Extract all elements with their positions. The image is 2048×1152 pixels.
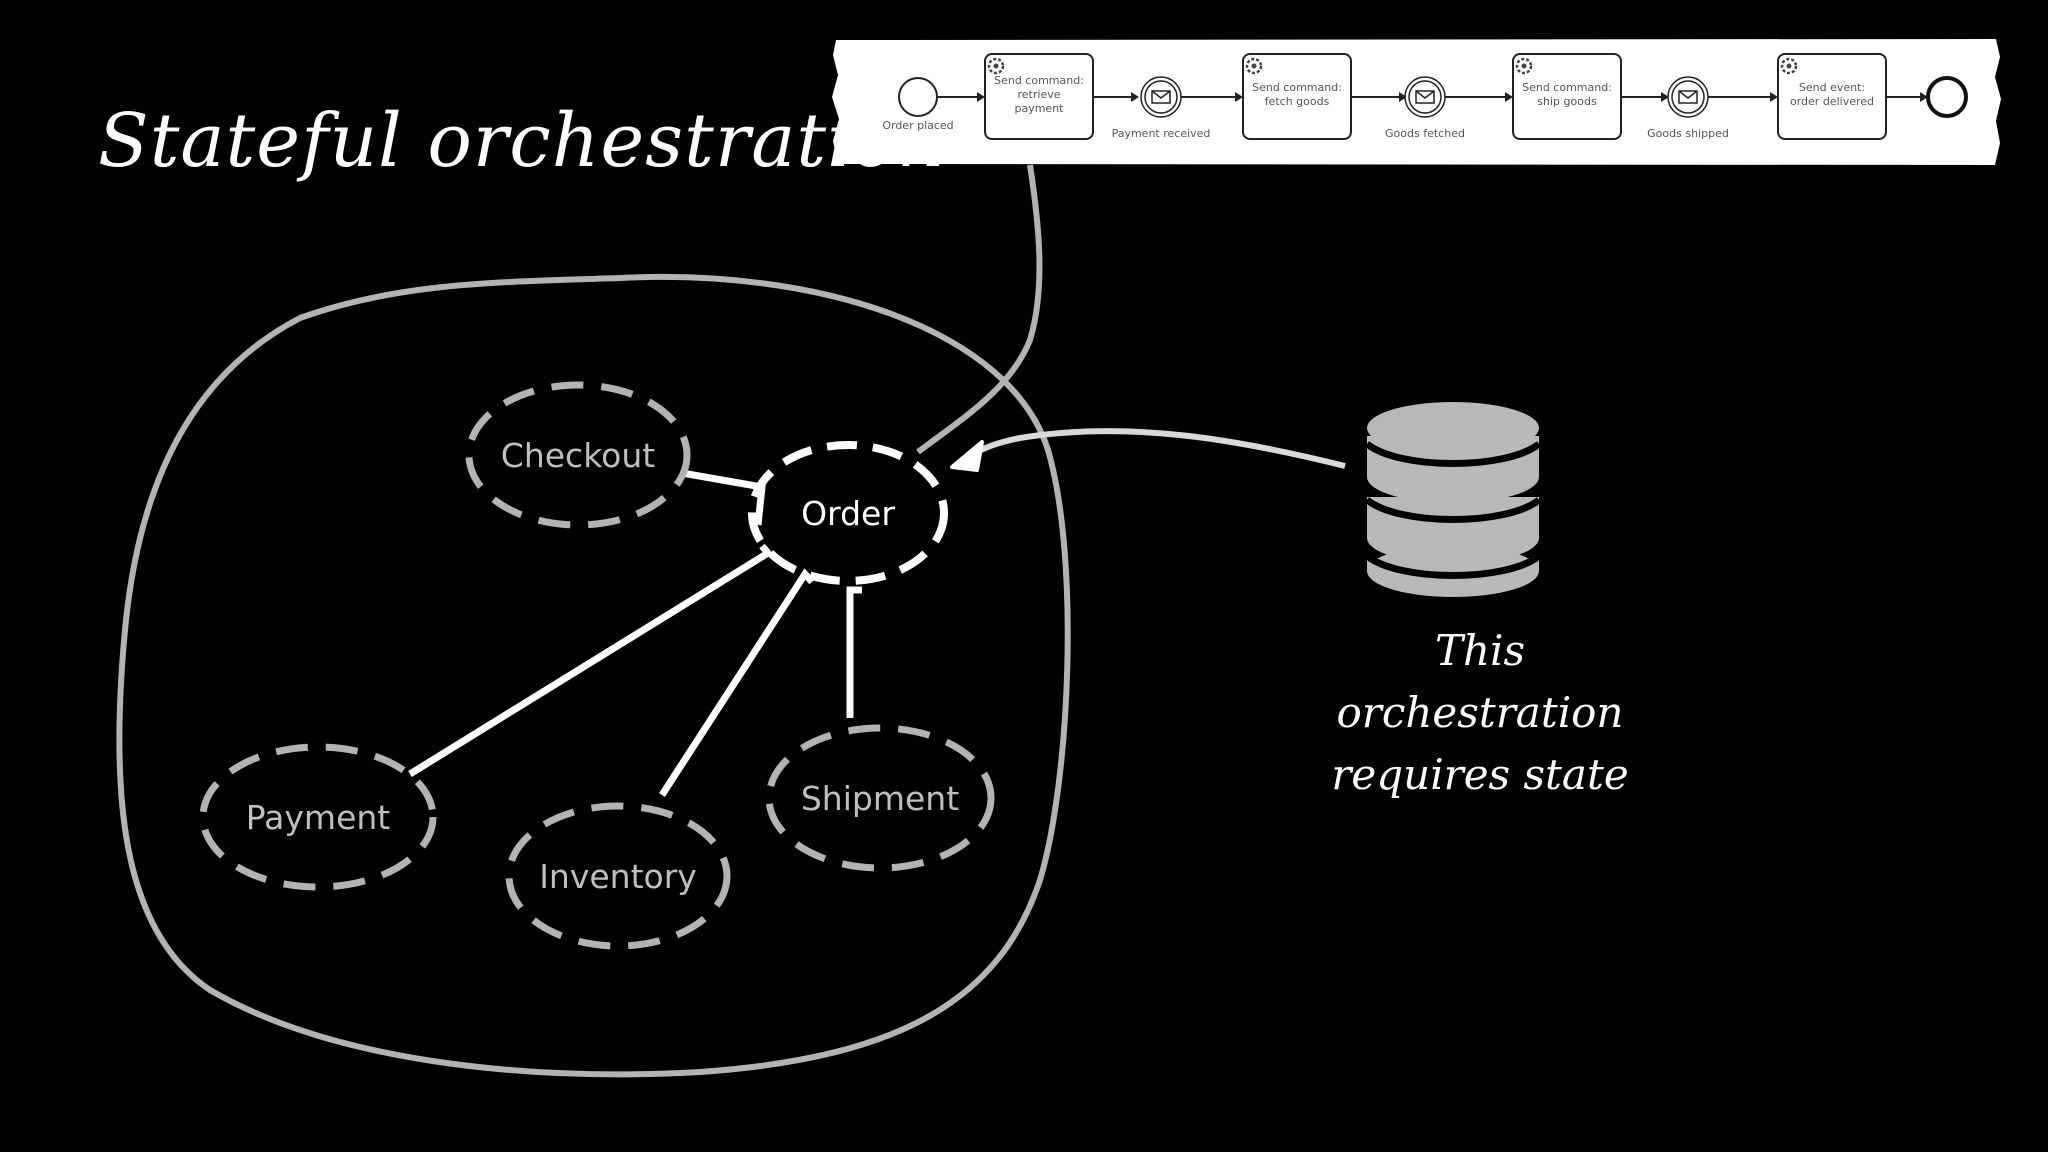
start-event-label: Order placed bbox=[882, 119, 953, 132]
bounded-context-outline bbox=[116, 274, 1071, 1078]
payment-order-line bbox=[408, 543, 774, 777]
gear-icon bbox=[1245, 57, 1263, 75]
gear-icon bbox=[987, 57, 1005, 75]
task3-line2: ship goods bbox=[1537, 95, 1597, 108]
end-event bbox=[1926, 76, 1968, 118]
task4-line1: Send event: bbox=[1799, 81, 1865, 94]
task1-line2: retrieve bbox=[1018, 88, 1061, 101]
event3-label: Goods shipped bbox=[1647, 127, 1729, 140]
inventory-node[interactable] bbox=[505, 802, 731, 950]
task3-line1: Send command: bbox=[1522, 81, 1612, 94]
database-icon bbox=[1364, 402, 1542, 597]
envelope-icon bbox=[1151, 90, 1171, 104]
shipment-node[interactable] bbox=[765, 724, 995, 872]
start-event bbox=[898, 77, 938, 117]
state-arrow-head bbox=[950, 440, 984, 472]
service-connections bbox=[408, 469, 862, 797]
payment-node[interactable] bbox=[199, 743, 437, 891]
shipment-label: Shipment bbox=[801, 779, 959, 818]
event1-label: Payment received bbox=[1112, 127, 1211, 140]
gear-icon bbox=[1515, 57, 1533, 75]
checkout-node[interactable] bbox=[465, 381, 691, 529]
task2-line2: fetch goods bbox=[1265, 95, 1330, 108]
order-label: Order bbox=[801, 494, 895, 533]
envelope-icon bbox=[1415, 90, 1435, 104]
state-caption-line1: This orchestration bbox=[1336, 626, 1624, 737]
state-arrow-line bbox=[963, 428, 1346, 469]
task4-line2: order delivered bbox=[1790, 95, 1874, 108]
order-node[interactable] bbox=[748, 441, 948, 585]
process-link-line bbox=[916, 164, 1043, 455]
gear-icon bbox=[1780, 57, 1798, 75]
shipment-order-line bbox=[846, 586, 862, 718]
event2-label: Goods fetched bbox=[1385, 127, 1465, 140]
bpmn-process-strip: Order placed Send command: retrieve paym… bbox=[832, 39, 2001, 165]
state-caption: This orchestration requires state bbox=[1290, 620, 1670, 806]
slide-title: Stateful orchestration bbox=[98, 98, 946, 184]
task1-line1: Send command: bbox=[994, 74, 1084, 87]
task1-line3: payment bbox=[1014, 102, 1064, 115]
task2-line1: Send command: bbox=[1252, 81, 1342, 94]
envelope-icon bbox=[1678, 90, 1698, 104]
inventory-label: Inventory bbox=[539, 857, 697, 896]
checkout-label: Checkout bbox=[501, 436, 655, 475]
payment-label: Payment bbox=[246, 798, 391, 837]
state-caption-line2: requires state bbox=[1331, 750, 1629, 799]
